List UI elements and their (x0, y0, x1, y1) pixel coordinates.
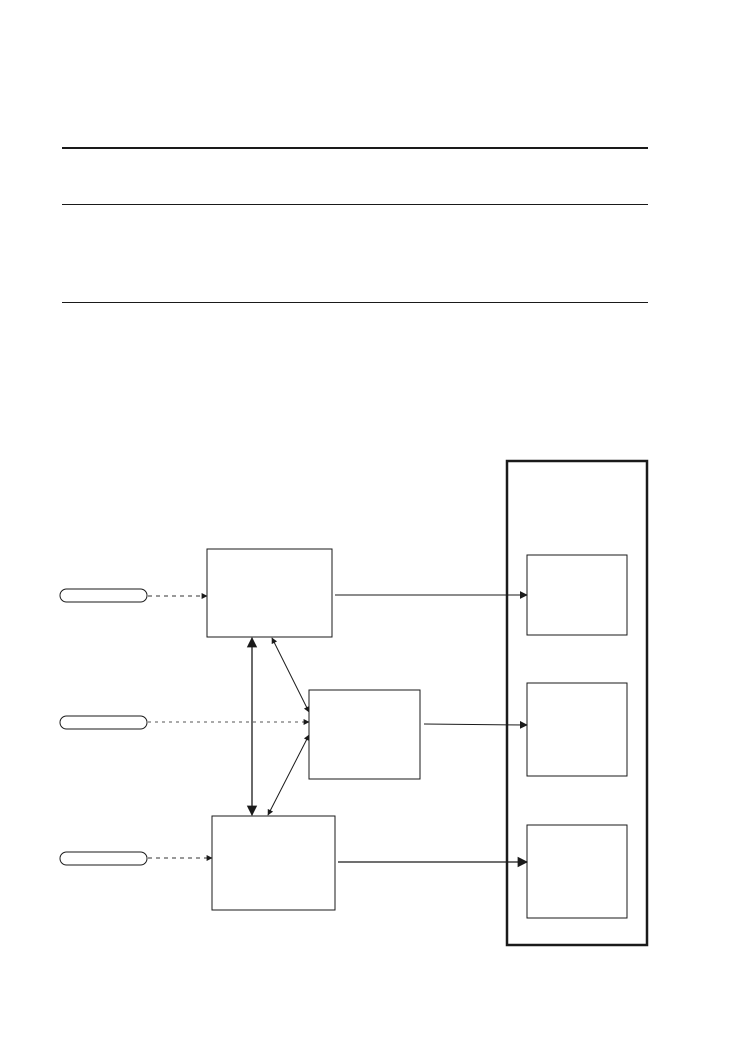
node-middle-box (308, 689, 421, 780)
table-header-rule (62, 204, 648, 205)
output-container (505, 459, 649, 947)
output-box-3 (526, 824, 628, 919)
node-middle-bottom-bidirectional-arrow (267, 734, 310, 816)
node-bottom-box (211, 815, 336, 911)
input-pill-1 (59, 588, 148, 603)
node-middle-to-output-2-arrow (423, 720, 528, 729)
node-top-box (206, 548, 333, 638)
table-bottom-rule (62, 302, 648, 303)
output-box-2 (526, 682, 628, 777)
table-top-rule (62, 147, 648, 149)
node-top-middle-bidirectional-arrow (271, 637, 310, 713)
input-pill-3 (59, 851, 148, 866)
input-pill-2 (59, 715, 148, 730)
output-box-1 (526, 554, 628, 636)
